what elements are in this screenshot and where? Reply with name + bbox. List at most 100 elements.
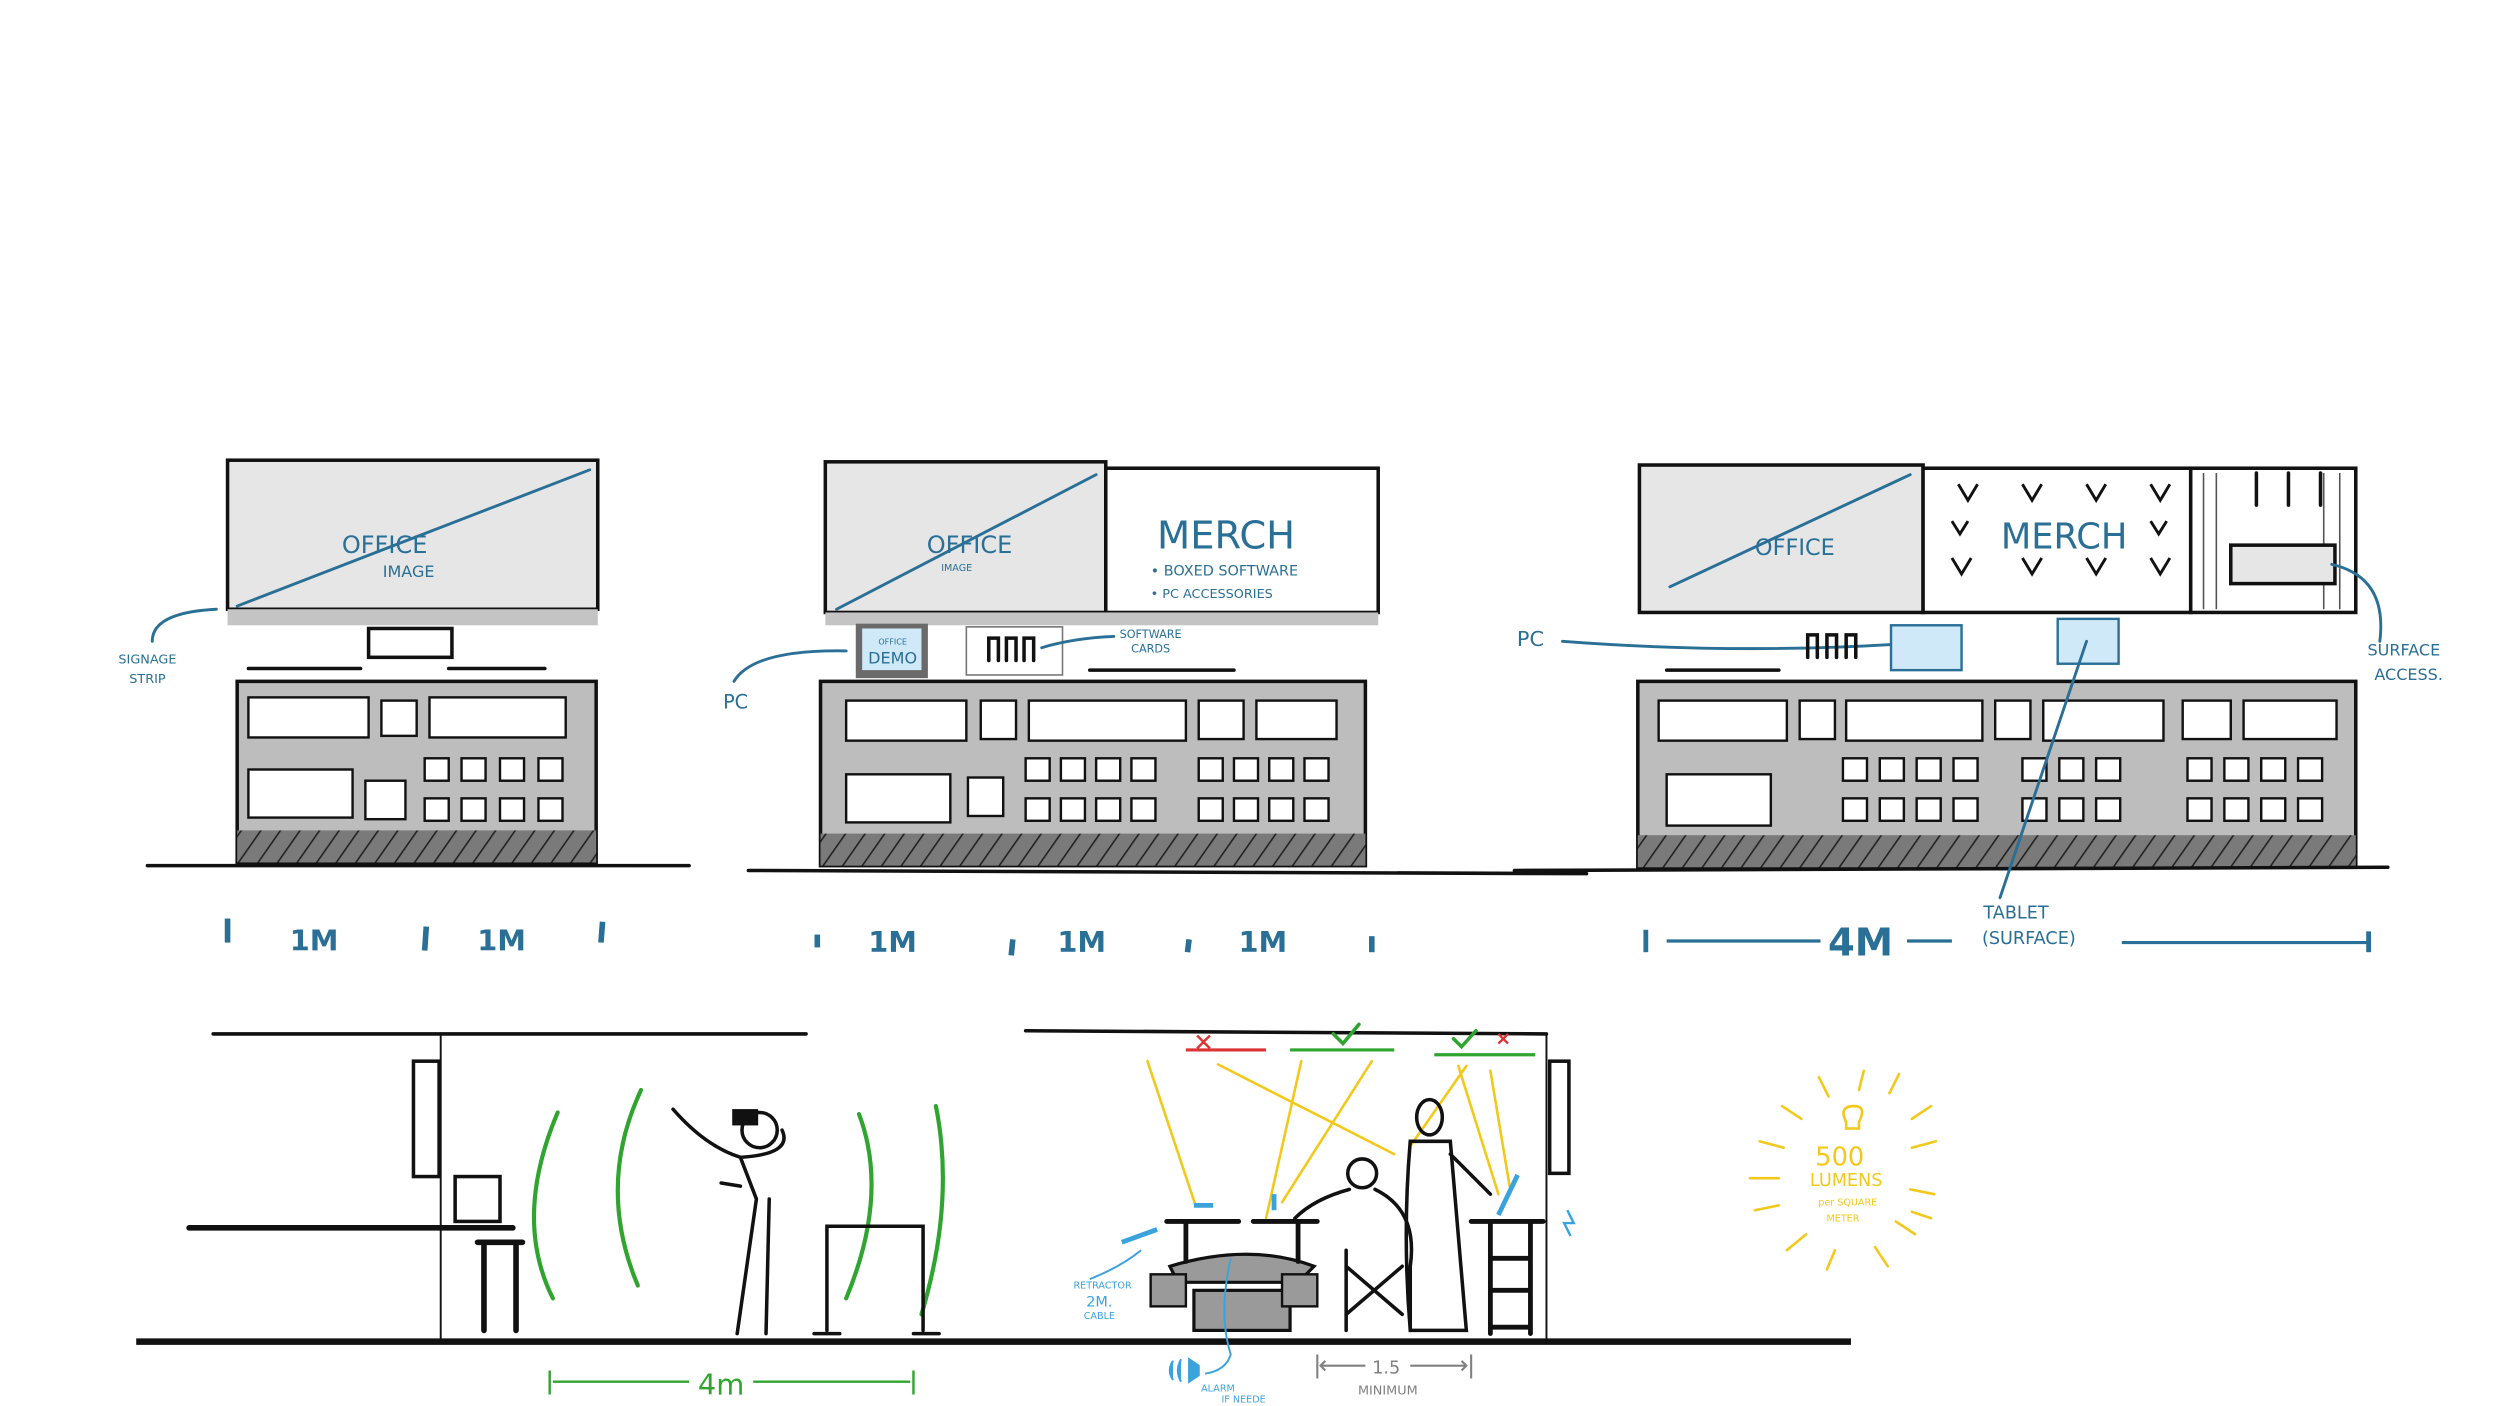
- signage-label-2: STRIP: [129, 672, 166, 687]
- surface-access-sign: [2188, 466, 2358, 615]
- software-cards: [987, 636, 1036, 663]
- surface-device-graphic: [2229, 543, 2337, 586]
- cards-arrow: [1040, 635, 1116, 650]
- sign-subtext: IMAGE: [941, 563, 972, 574]
- retractor-label: CABLE: [1084, 1311, 1115, 1322]
- pc-label: PC: [723, 691, 748, 714]
- signage-strip: [227, 609, 598, 626]
- pc-arrow: [1561, 639, 1893, 651]
- dimension-label: 4M: [1828, 920, 1893, 965]
- tablet-label: (SURFACE): [1982, 929, 2076, 949]
- display-table: [1120, 1194, 1320, 1333]
- alarm-cable: [1204, 1258, 1232, 1375]
- dimension-label: 1M: [290, 924, 339, 958]
- diagonal-arrow: [835, 473, 1098, 611]
- clearance-label: MINIMUM: [1358, 1384, 1418, 1399]
- software-cards: [1805, 633, 1858, 660]
- lightbulb-icon: [1842, 1104, 1864, 1130]
- ceiling-lights: [1146, 1022, 1536, 1220]
- dimension-label: 1M: [477, 924, 526, 958]
- alarm-speaker-icon: [1168, 1357, 1200, 1384]
- office-sign: [1637, 463, 1925, 615]
- signage-strip: [825, 612, 1379, 626]
- dimension-line: [548, 1370, 915, 1395]
- dimension-label: 1M: [1057, 925, 1106, 959]
- floor-line: [1512, 865, 2390, 873]
- elevation-2: OFFICE IMAGE MERCH • BOXED SOFTWARE • PC…: [723, 460, 1589, 959]
- shelf-products: [247, 696, 567, 822]
- section-vr-area: 4m: [186, 1032, 945, 1402]
- light-rays: [1748, 1069, 1938, 1271]
- signage-label: SIGNAGE: [118, 653, 176, 668]
- counter-top-items: [246, 626, 547, 671]
- hatched-base: [1637, 835, 2356, 868]
- sign-subtext: IMAGE: [383, 562, 435, 581]
- stanchion-barrier: [812, 1224, 941, 1336]
- sign-text: OFFICE: [342, 531, 428, 559]
- pc-screen: [862, 628, 922, 671]
- software-cards-label: SOFTWARE: [1120, 628, 1182, 641]
- merch-sign: [1921, 466, 2193, 615]
- clearance-dimension: [1316, 1354, 1473, 1379]
- sign-lines: [2202, 473, 2341, 610]
- hatched-base: [820, 833, 1366, 866]
- pendant-lights: [2254, 471, 2323, 507]
- elevation-3: OFFICE MERCH SURFACE ACCESS. PC TABLET (…: [1512, 463, 2443, 965]
- lumens-label: per SQUARE: [1818, 1197, 1877, 1208]
- alarm-label: ALARM: [1201, 1383, 1235, 1394]
- vr-user: [671, 1107, 786, 1336]
- stool: [474, 1239, 526, 1334]
- wall-sign: [1547, 1059, 1571, 1176]
- demo-text: DEMO: [868, 649, 917, 668]
- retractor-label: RETRACTOR: [1073, 1281, 1131, 1292]
- lumens-unit: LUMENS: [1810, 1171, 1883, 1191]
- clearance-value: 1.5: [1372, 1359, 1400, 1379]
- lumens-value: 500: [1815, 1142, 1864, 1172]
- retractor-label: 2M.: [1086, 1294, 1112, 1310]
- software-cards-label: CARDS: [1131, 643, 1170, 656]
- tablet-label: TABLET: [1982, 904, 2048, 924]
- dimension-label: 1M: [1238, 925, 1287, 959]
- dimension-marks: [224, 918, 606, 951]
- merch-sign-text: MERCH: [2001, 516, 2128, 557]
- hatched-base: [237, 830, 597, 863]
- surface-label: ACCESS.: [2374, 665, 2443, 684]
- demo-text: OFFICE: [878, 638, 907, 647]
- surface-arrow: [2330, 562, 2383, 643]
- merch-item: • PC ACCESSORIES: [1151, 587, 1273, 602]
- shelf-products: [844, 699, 1338, 824]
- vr-boundary-arcs: [531, 1087, 945, 1317]
- diagonal-arrow: [235, 468, 592, 608]
- pc-arrow: [732, 649, 848, 683]
- software-cards-display: [965, 626, 1064, 676]
- sign-text: OFFICE: [1755, 535, 1835, 561]
- pc-screen: [1889, 624, 1963, 672]
- pc-label: PC: [1517, 627, 1544, 651]
- dimension-label: 4m: [698, 1368, 744, 1402]
- pc-on-stand: [453, 1174, 502, 1224]
- merch-pattern: [1950, 483, 2172, 577]
- lighting-note: 500 LUMENS per SQUARE METER: [1748, 1069, 1938, 1271]
- dimension-marks: [814, 934, 1375, 956]
- merch-item: • BOXED SOFTWARE: [1151, 564, 1299, 580]
- dimension-label: 1M: [868, 925, 917, 959]
- merch-title: MERCH: [1157, 513, 1295, 558]
- tablet-screen: [2056, 617, 2120, 665]
- elevation-1: OFFICE IMAGE SIGNAGE STRIP 1M 1M: [118, 458, 691, 958]
- merch-sign: [1104, 466, 1380, 615]
- tablet-arrow: [1998, 639, 2088, 900]
- sign-text: OFFICE: [927, 531, 1013, 559]
- standing-staff: [1404, 1097, 1493, 1333]
- floor-line: [746, 868, 1589, 876]
- dimension-line: [1643, 929, 2371, 953]
- retractor-arrow: [1089, 1249, 1142, 1281]
- shelf-products: [1657, 699, 2338, 827]
- surface-label: SURFACE: [2367, 641, 2440, 660]
- office-image-sign: [823, 460, 1108, 615]
- alarm-label: IF NEEDE: [1221, 1395, 1265, 1406]
- wall-sign: [411, 1059, 441, 1179]
- lumens-label: METER: [1826, 1213, 1859, 1224]
- side-display: [1468, 1173, 1576, 1337]
- diagonal-arrow: [1668, 473, 1912, 589]
